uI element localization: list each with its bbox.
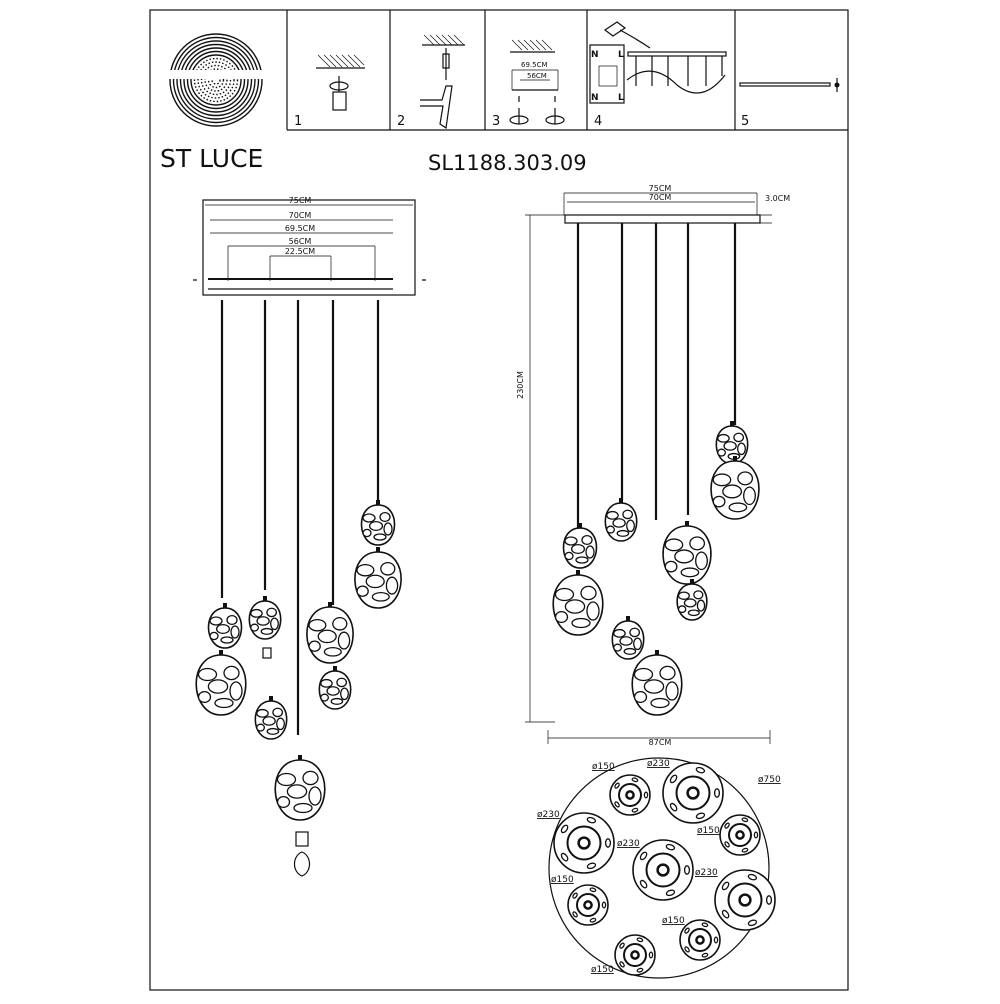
model-number: SL1188.303.09 bbox=[428, 151, 587, 175]
svg-text:70CM: 70CM bbox=[289, 211, 312, 220]
plan-globe bbox=[553, 812, 615, 874]
st-luce-logo: ST LUCE bbox=[160, 32, 266, 173]
glass-globe bbox=[631, 650, 683, 716]
diameter-label: ø150 bbox=[662, 916, 685, 926]
glass-globe bbox=[360, 500, 396, 546]
svg-text:75CM: 75CM bbox=[289, 196, 312, 205]
plan-globe bbox=[567, 884, 609, 926]
plan-globe bbox=[719, 814, 761, 856]
step-5-number: 5 bbox=[741, 114, 749, 129]
step-5-canopy-icon bbox=[739, 78, 840, 92]
glass-globe bbox=[710, 456, 760, 520]
svg-text:L: L bbox=[618, 93, 624, 103]
step-1-number: 1 bbox=[294, 114, 302, 129]
diameter-label: ø750 bbox=[758, 775, 781, 785]
glass-globe bbox=[662, 521, 712, 585]
plan-globe bbox=[662, 762, 724, 824]
svg-text:75CM: 75CM bbox=[649, 184, 672, 193]
svg-text:69.5CM: 69.5CM bbox=[285, 224, 315, 233]
plan-globe bbox=[609, 774, 651, 816]
step-2-number: 2 bbox=[397, 114, 405, 129]
plan-globe bbox=[714, 869, 776, 931]
diameter-label: ø150 bbox=[551, 875, 574, 885]
svg-text:22.5CM: 22.5CM bbox=[285, 247, 315, 256]
side-elevation-view: 75CM 70CM 3.0CM 230CM 87CM bbox=[516, 184, 790, 747]
glass-globe bbox=[274, 755, 326, 821]
plan-globe bbox=[679, 919, 721, 961]
plan-view: ø150 ø230 ø750 ø230 ø150 ø230 ø230 ø150 ø150 ø150 bbox=[537, 757, 781, 979]
glass-globe bbox=[254, 696, 288, 740]
step-3-mounting-plate-icon: 69.5CM 56CM bbox=[509, 39, 565, 125]
front-elevation-view: 75CM 70CM 69.5CM 56CM 22.5CM bbox=[193, 196, 426, 296]
svg-text:3.0CM: 3.0CM bbox=[765, 194, 790, 203]
diameter-label: ø150 bbox=[592, 762, 615, 772]
glass-globe bbox=[611, 616, 645, 660]
plan-globe bbox=[614, 934, 656, 976]
svg-text:69.5CM: 69.5CM bbox=[521, 61, 548, 69]
svg-text:L: L bbox=[618, 50, 624, 60]
svg-text:56CM: 56CM bbox=[527, 72, 547, 80]
diameter-label: ø230 bbox=[617, 839, 640, 849]
step-4-wiring-diagram-icon: N L N L bbox=[589, 21, 727, 104]
svg-text:56CM: 56CM bbox=[289, 237, 312, 246]
glass-globe bbox=[552, 570, 604, 636]
step-3-number: 3 bbox=[492, 114, 500, 129]
glass-globe bbox=[715, 421, 749, 465]
diameter-label: ø150 bbox=[591, 965, 614, 975]
diameter-label: ø150 bbox=[697, 826, 720, 836]
brand-name: ST LUCE bbox=[160, 144, 263, 173]
glass-globe bbox=[562, 523, 598, 569]
svg-text:N: N bbox=[591, 50, 599, 60]
glass-globe bbox=[248, 596, 282, 640]
svg-text:N: N bbox=[591, 93, 599, 103]
svg-text:70CM: 70CM bbox=[649, 193, 672, 202]
glass-globe bbox=[354, 547, 402, 609]
glass-globe bbox=[306, 602, 354, 664]
glass-globe bbox=[207, 603, 243, 649]
step-2-drill-hammer-icon bbox=[420, 34, 465, 130]
step-4-number: 4 bbox=[594, 114, 602, 129]
diameter-label: ø230 bbox=[695, 868, 718, 878]
plan-globe bbox=[632, 839, 694, 901]
diameter-label: ø230 bbox=[647, 759, 670, 769]
glass-globe bbox=[195, 650, 247, 716]
svg-text:230CM: 230CM bbox=[516, 371, 525, 399]
step-1-ceiling-bracket-icon bbox=[316, 54, 365, 111]
glass-globe bbox=[604, 498, 638, 542]
diameter-label: ø230 bbox=[537, 810, 560, 820]
glass-globe bbox=[318, 666, 352, 710]
svg-text:87CM: 87CM bbox=[649, 738, 672, 747]
glass-globe bbox=[676, 579, 708, 621]
sheet-frame bbox=[149, 9, 849, 991]
